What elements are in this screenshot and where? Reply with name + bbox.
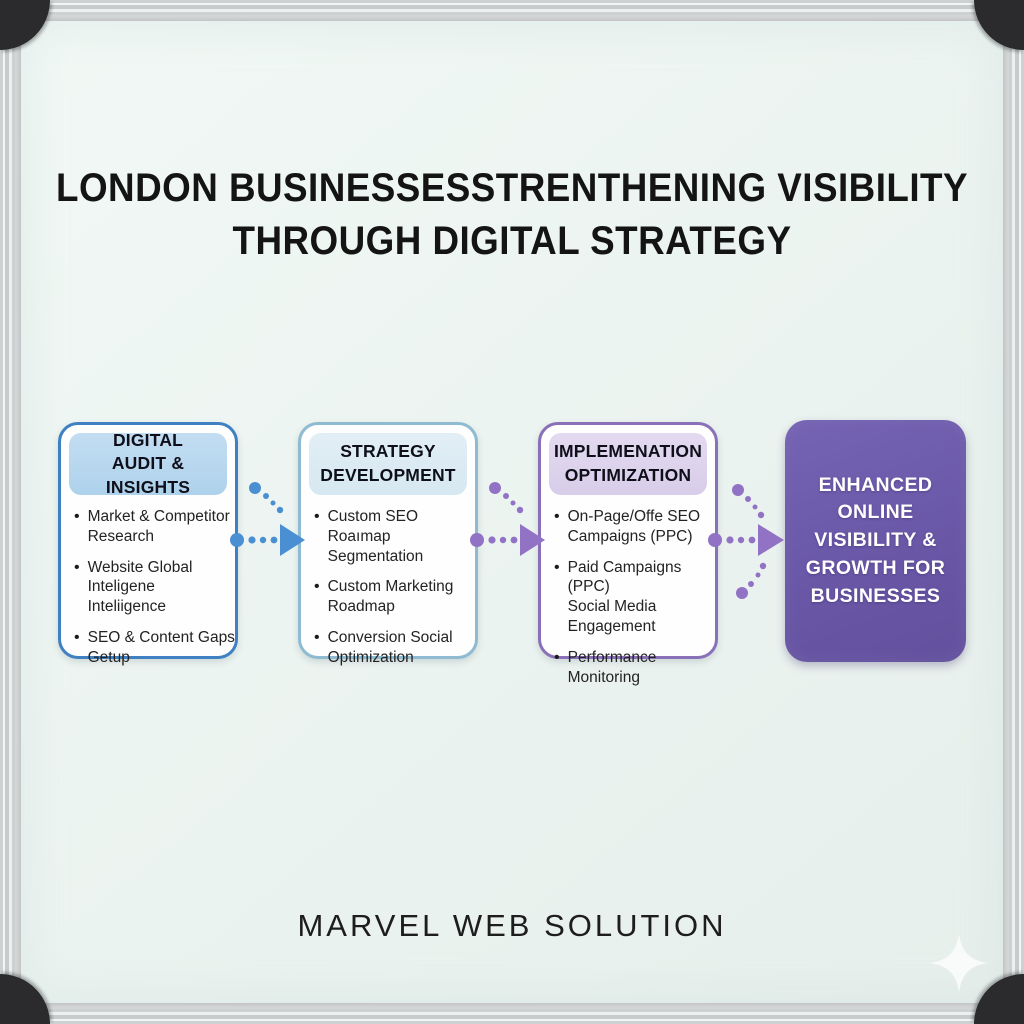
bullet-text: On-Page/Offe SEO Campaigns (PPC) [567,508,701,545]
list-item: • Website Global Inteligene Inteliigence [74,558,235,617]
bullet-icon: • [554,558,560,576]
page-title-line-2: THROUGH DIGITAL STRATEGY [232,218,792,263]
stage-header-digital-audit: DIGITAL AUDIT & INSIGHTS [69,430,227,497]
result-card-enhanced-visibility: ENHANCED ONLINE VISIBILITY & GROWTH FOR … [785,420,966,662]
stage-list-digital-audit: • Market & Competitor Research • Website… [61,507,235,668]
brand-footer: MARVEL WEB SOLUTION [297,908,727,943]
stage-card-implementation-optimization: IMPLEMENATION OPTIMIZATION • On-Page/Off… [538,422,718,686]
bullet-text: Market & Competitor Research [87,508,230,545]
bullet-text: Website Global Inteligene Inteliigence [87,558,193,616]
bullet-icon: • [314,508,320,525]
stage-header-strategy-development: STRATEGY DEVELOPMENT [309,433,467,495]
stage-list-implementation-optimization: • On-Page/Offe SEO Campaigns (PPC) • Pai… [541,507,715,688]
bullet-text: SEO & Content Gaps Getup [87,629,235,666]
stage-card-strategy-development: STRATEGY DEVELOPMENT • Custom SEO Roaıma… [298,422,478,666]
bullet-icon: • [554,648,560,666]
list-item: • On-Page/Offe SEO Campaigns (PPC) [554,507,715,547]
bullet-text: Performance Monitoring [567,648,657,686]
stage-header-implementation-optimization: IMPLEMENATION OPTIMIZATION [549,433,707,495]
bullet-icon: • [314,578,320,596]
bullet-text: Conversion Social Optimization [327,629,453,666]
stage-list-strategy-development: • Custom SEO Roaımap Segmentation • Cust… [301,507,475,668]
bullet-icon: • [74,508,80,525]
list-item: • Performance Monitoring [554,648,715,688]
stage-card-digital-audit: DIGITAL AUDIT & INSIGHTS • Market & Comp… [58,422,238,666]
flow-arrow-3-icon [708,484,784,599]
bullet-icon: • [554,508,560,525]
list-item: • SEO & Content Gaps Getup [74,628,235,668]
bullet-text: Custom Marketing Roadmap [327,578,454,616]
flow-arrow-1-icon [230,482,305,556]
list-item: • Custom Marketing Roadmap [314,577,475,617]
page-title: LONDON BUSINESSESSTRENTHENING VISIBILITY… [41,162,983,268]
bullet-text: Custom SEO Roaımap Segmentation [327,508,424,565]
bullet-text: Paid Campaigns (PPC) Social Media Engage… [567,558,682,636]
list-item: • Conversion Social Optimization [314,628,475,668]
result-label: ENHANCED ONLINE VISIBILITY & GROWTH FOR … [805,473,946,607]
list-item: • Paid Campaigns (PPC) Social Media Enga… [554,558,715,637]
list-item: • Custom SEO Roaımap Segmentation [314,507,475,566]
bullet-icon: • [74,629,80,647]
flow-arrow-2-icon [470,482,545,556]
list-item: • Market & Competitor Research [74,507,235,547]
bullet-icon: • [314,629,320,647]
bullet-icon: • [74,558,80,576]
page-title-line-1: LONDON BUSINESSESSTRENTHENING VISIBILITY [56,166,968,210]
sparkle-icon [929,933,989,993]
